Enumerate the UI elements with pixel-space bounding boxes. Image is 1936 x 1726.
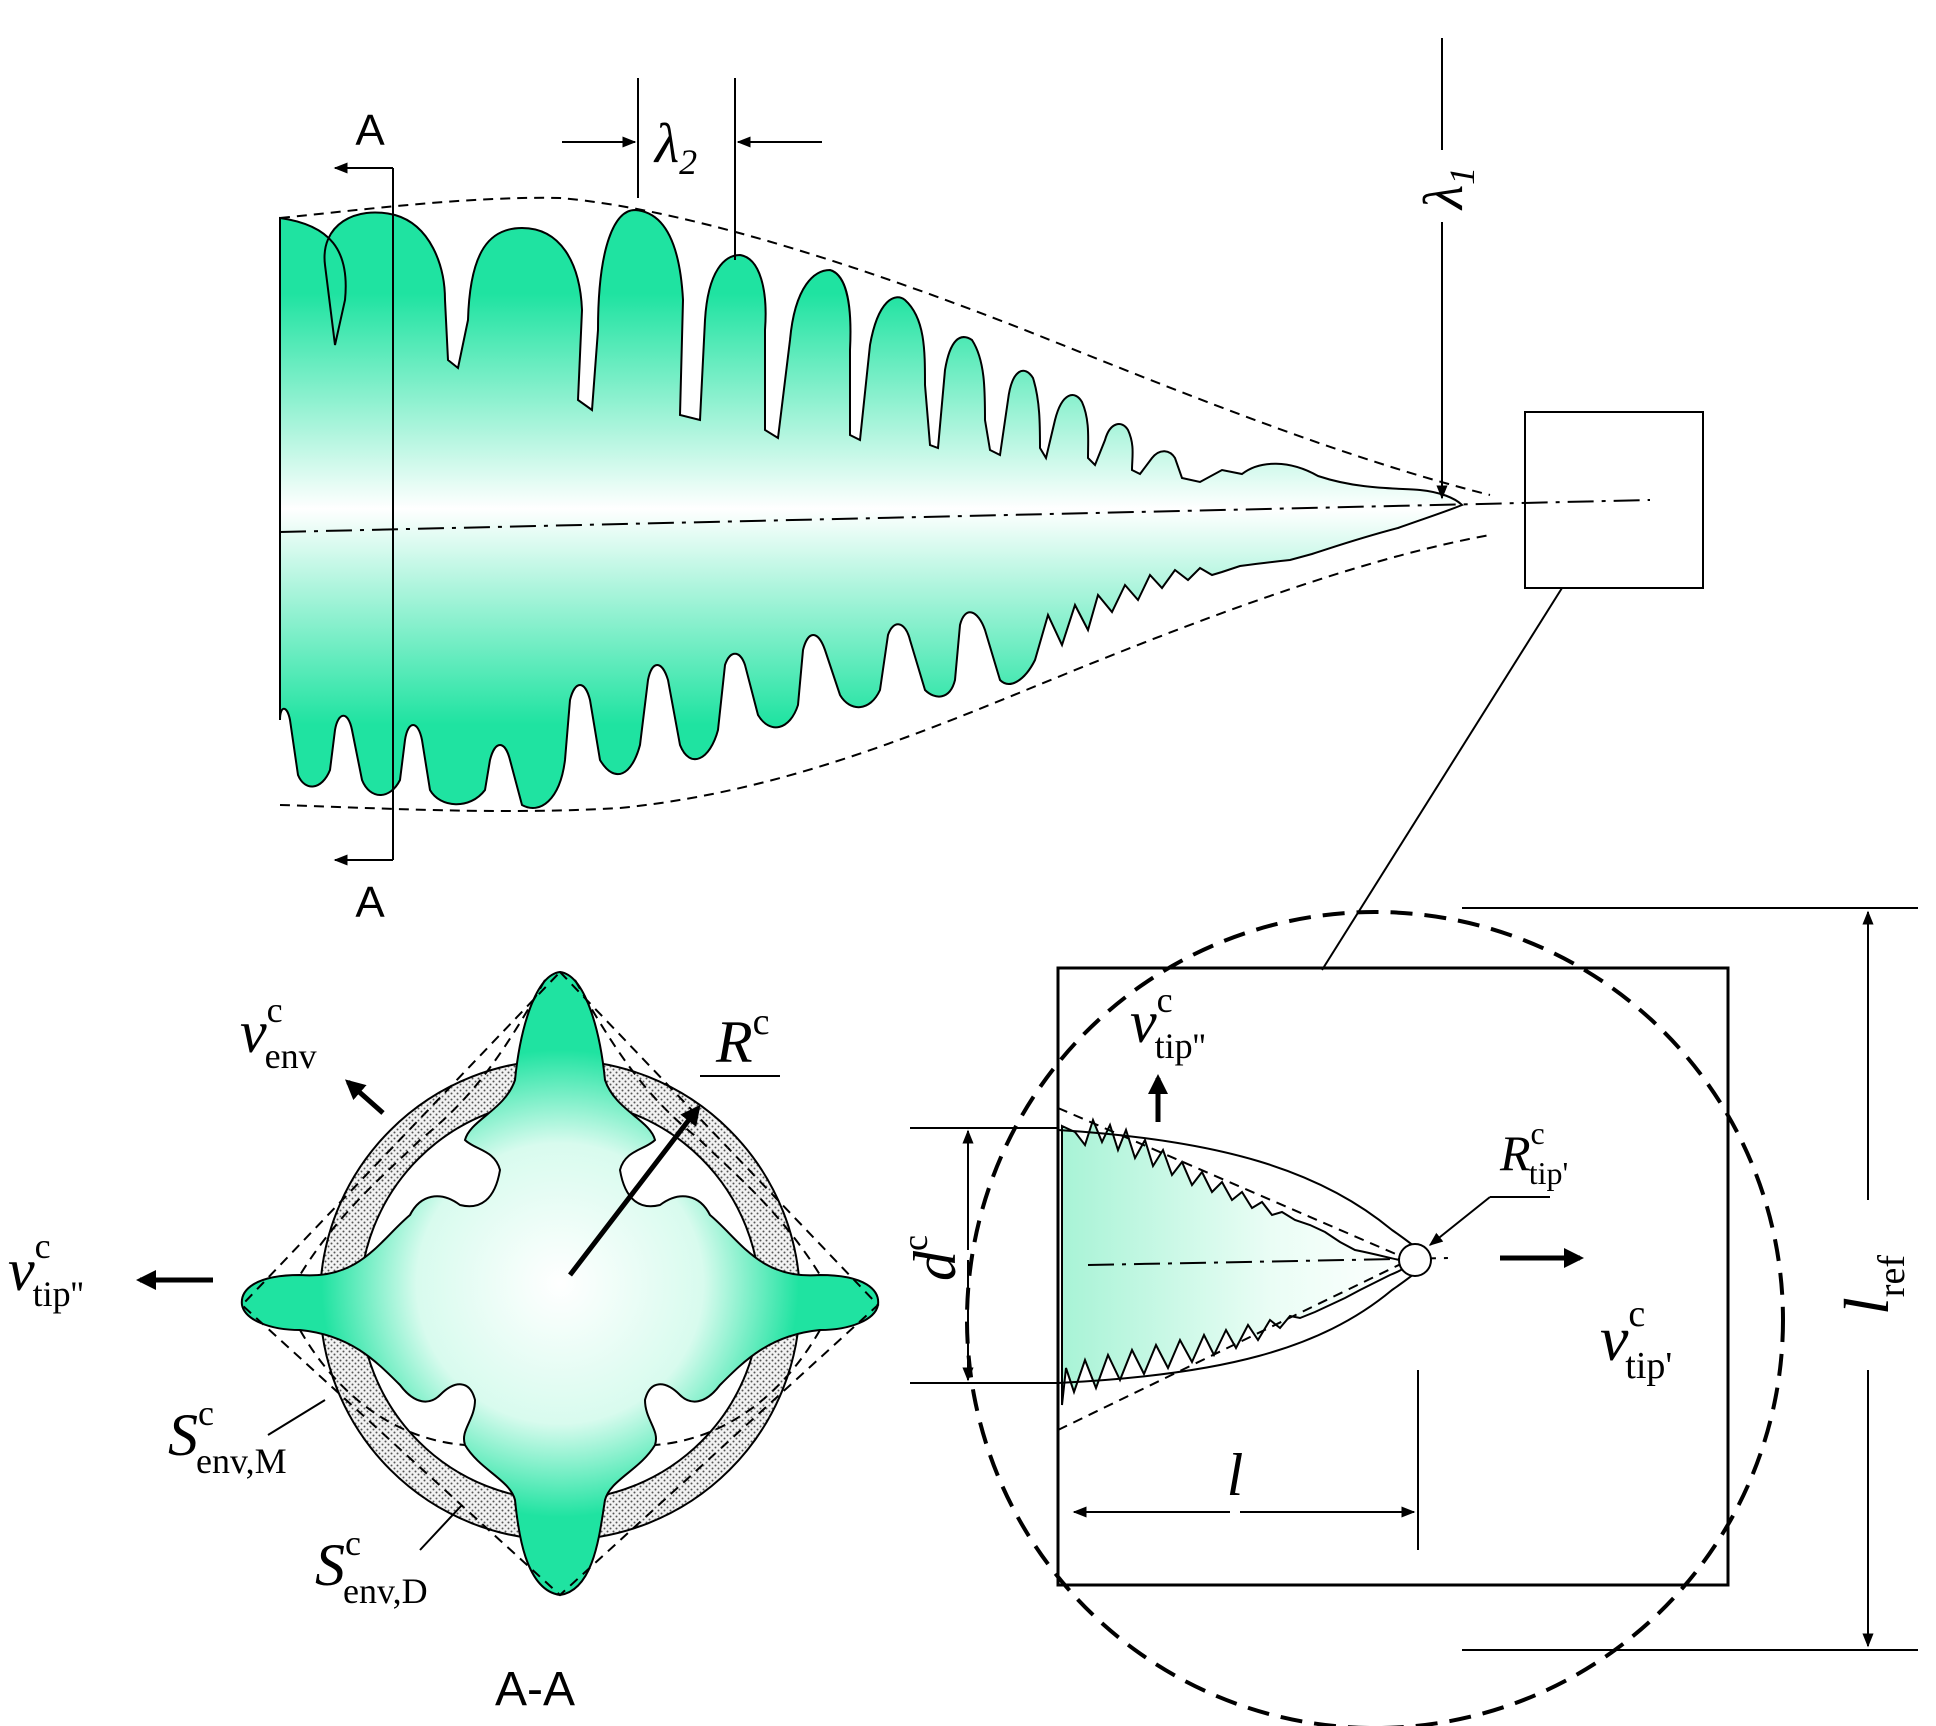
l-label: l <box>1227 1442 1244 1508</box>
s-env-m-leader <box>267 1399 326 1436</box>
envelope-lower <box>279 534 1491 813</box>
envelope-upper <box>279 196 1491 496</box>
v-env-arrow <box>345 1079 385 1115</box>
lambda1-label: λ1 <box>1413 167 1482 211</box>
envelope-diamond <box>240 970 880 1597</box>
r-tip-arrow <box>1428 1196 1491 1246</box>
zoom-axis <box>1087 1257 1451 1266</box>
radius-arrow <box>568 1104 701 1277</box>
lambda2-label: λ2 <box>653 113 697 182</box>
cross-section-dendrite <box>240 970 880 1597</box>
envelope-d-curve <box>299 979 821 1446</box>
d-label: dc <box>895 1235 968 1281</box>
lambda2-dimension: λ2 <box>562 78 822 260</box>
section-label-top: A <box>355 106 385 155</box>
tip-zoom-box <box>1524 411 1704 589</box>
l-ref-label: lref <box>1831 1255 1913 1315</box>
section-view-title: A-A <box>495 1663 575 1716</box>
zoom-frame <box>1056 966 1730 1587</box>
lambda1-dimension: λ1 <box>1413 38 1482 500</box>
tip-radius-circle <box>1398 1243 1432 1277</box>
reference-circle <box>965 910 1785 1726</box>
section-label-bottom: A <box>355 878 385 927</box>
dendrite-body <box>279 208 1464 809</box>
growth-axis <box>279 499 1651 533</box>
radius-label: Rc <box>715 1001 770 1075</box>
l-dimension: l <box>1072 1370 1419 1550</box>
dendrite-longitudinal-view: A A λ2 λ1 <box>279 38 1704 971</box>
zoom-envelope-dashed <box>1057 1107 1406 1431</box>
l-ref-dimension: lref <box>1462 907 1918 1651</box>
zoom-leader-line <box>1321 587 1563 971</box>
s-env-d-leader <box>419 1504 463 1551</box>
d-dimension: dc <box>895 1127 1058 1384</box>
